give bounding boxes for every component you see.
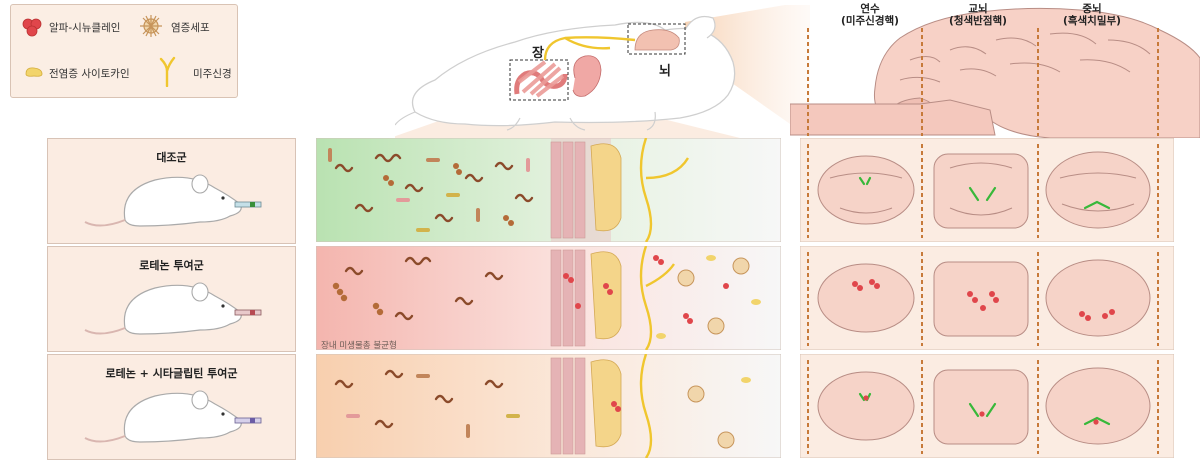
brain-label: 뇌 — [659, 64, 671, 79]
group-label-control: 대조군 — [156, 151, 187, 164]
gut-panel-rotenone-sitagliptin — [316, 354, 781, 458]
gut-dysbiosis-note: 장내 미생물총 불균형 — [321, 341, 397, 351]
legend-alpha-synuclein-label: 알파-시뉴클레인 — [49, 22, 121, 34]
brain-region-medulla-label: 연수(미주신경핵) — [841, 3, 899, 27]
legend-cytokine-label: 전염증 사이토카인 — [49, 68, 130, 80]
cytokine-icon — [25, 67, 43, 77]
mouse-anatomy-illustration — [395, 5, 810, 138]
legend-inflammatory-cell-label: 염증세포 — [171, 22, 210, 34]
sagittal-brain-illustration — [790, 7, 1200, 138]
alpha-synuclein-icon — [22, 18, 42, 37]
brain-sections-rotenone — [800, 246, 1174, 350]
gut-label: 장 — [532, 46, 544, 61]
legend-box: 알파-시뉴클레인 염증세포 전염증 사이토카인 미주신경 — [10, 4, 238, 98]
group-label-rotenone: 로테논 투여군 — [139, 259, 204, 272]
vagus-nerve-path — [543, 36, 636, 61]
inflammatory-cell-icon — [140, 15, 162, 37]
gut-highlight-box — [509, 59, 569, 101]
brain-region-midbrain-label: 중뇌(흑색치밀부) — [1063, 3, 1121, 27]
brain-region-pons-label: 교뇌(청색반점핵) — [949, 3, 1007, 27]
gut-panel-control — [316, 138, 781, 242]
group-label-rotenone-sitagliptin: 로테논 + 시타글립틴 투여군 — [105, 367, 238, 380]
vagus-nerve-icon — [159, 56, 176, 87]
brain-sections-control — [800, 138, 1174, 242]
mouse-rotenone-sitagliptin — [84, 390, 262, 443]
mouse-rotenone — [84, 282, 262, 335]
legend-vagus-nerve-label: 미주신경 — [193, 68, 232, 80]
gut-panel-rotenone — [316, 246, 781, 350]
brain-highlight-box — [627, 23, 686, 55]
brain-sections-rotenone-sitagliptin — [800, 354, 1174, 458]
mouse-control — [84, 174, 262, 227]
